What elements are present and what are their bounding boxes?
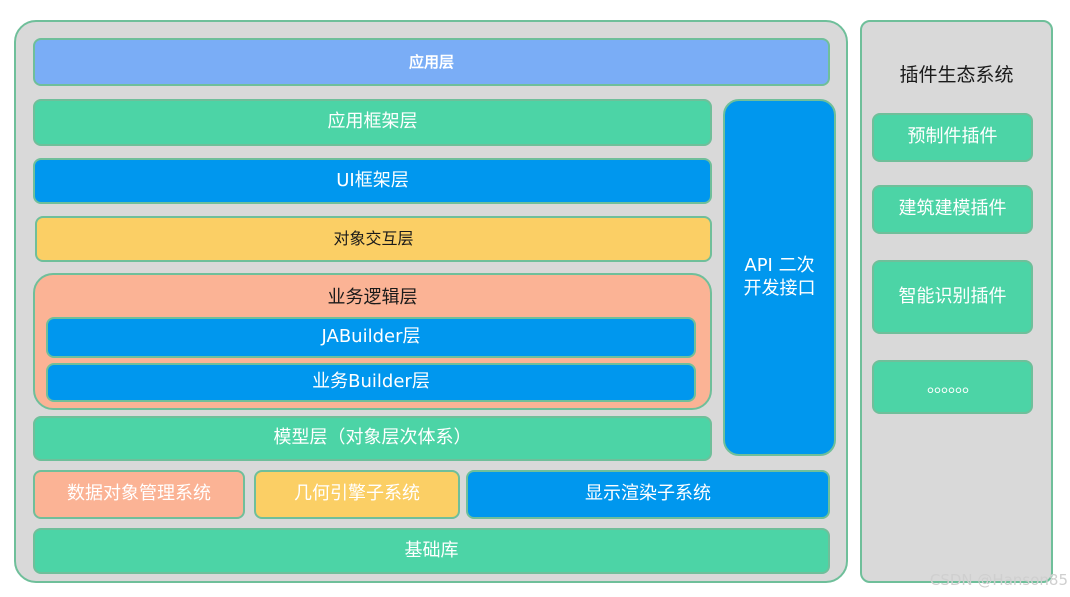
object-interaction-layer: 对象交互层 [35,216,712,262]
ui-framework-layer: UI框架层 [33,158,712,204]
more-plugins-ellipsis: 。。。。。。 [872,360,1033,414]
intelligent-recognition-plugin: 智能识别插件 [872,260,1033,334]
data-object-management-system: 数据对象管理系统 [33,470,245,519]
display-render-subsystem: 显示渲染子系统 [466,470,830,519]
model-layer: 模型层（对象层次体系） [33,416,712,461]
jabuilder-layer: JABuilder层 [46,317,696,358]
base-library: 基础库 [33,528,830,574]
business-logic-title: 业务逻辑层 [327,287,418,308]
plugin-ecosystem-title: 插件生态系统 [899,64,1014,86]
watermark: CSDN @Hanson85 [929,571,1068,589]
architecture-modeling-plugin: 建筑建模插件 [872,185,1033,234]
prefab-plugin: 预制件插件 [872,113,1033,162]
geometry-engine-subsystem: 几何引擎子系统 [254,470,460,519]
business-builder-layer: 业务Builder层 [46,363,696,402]
application-layer: 应用层 [33,38,830,86]
api-label: API 二次开发接口 [743,255,816,299]
api-secondary-dev-interface: API 二次开发接口 [723,99,836,456]
app-framework-layer: 应用框架层 [33,99,712,146]
